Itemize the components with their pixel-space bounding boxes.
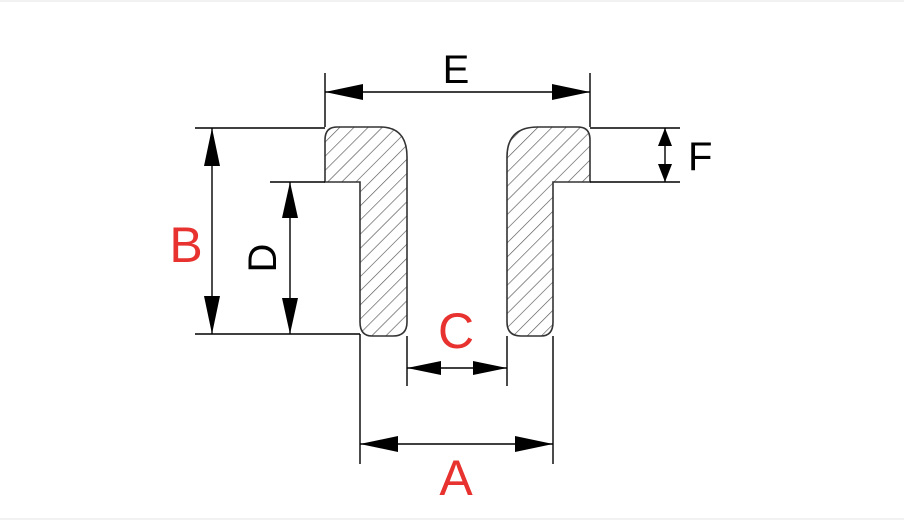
dimension-a: A: [359, 334, 554, 506]
dim-d-label: D: [241, 244, 285, 273]
dim-c-label: C: [438, 303, 474, 359]
dim-b-arrow-top: [204, 128, 220, 166]
dim-a-arrow-right: [515, 436, 553, 452]
dim-f-arrow-bottom: [658, 164, 672, 182]
dim-b-arrow-bottom: [204, 296, 220, 334]
dim-e-arrow-right: [552, 84, 590, 100]
dimension-f: F: [590, 127, 712, 183]
dimension-b: B: [169, 127, 360, 335]
dim-a-arrow-left: [360, 436, 398, 452]
dim-b-label: B: [169, 217, 202, 273]
dim-a-label: A: [439, 450, 473, 506]
dim-e-arrow-left: [325, 84, 363, 100]
dimension-e: E: [324, 48, 591, 127]
dimension-d: D: [241, 181, 325, 334]
dim-d-arrow-bottom: [282, 298, 298, 334]
dimension-c: C: [406, 303, 508, 386]
dim-f-arrow-top: [658, 128, 672, 146]
left-profile-section: [324, 126, 408, 337]
dim-c-arrow-right: [473, 361, 507, 375]
right-profile-section: [506, 126, 591, 337]
dim-d-arrow-top: [282, 182, 298, 218]
dim-c-arrow-left: [407, 361, 441, 375]
dim-f-label: F: [688, 135, 712, 179]
dim-e-label: E: [443, 48, 470, 92]
